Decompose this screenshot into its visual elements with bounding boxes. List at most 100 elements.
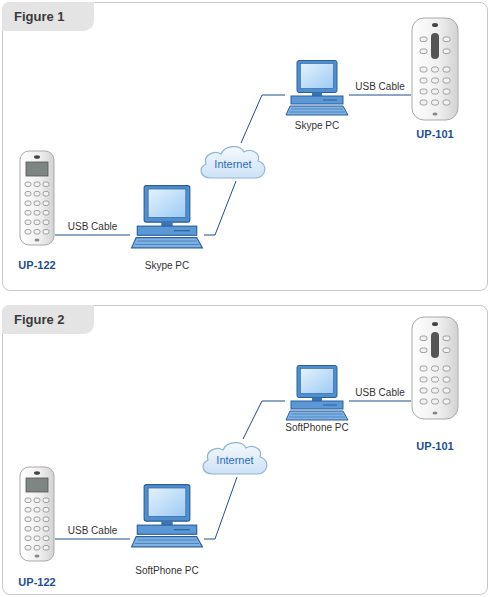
phone-key	[34, 517, 40, 522]
phone-key	[43, 527, 49, 532]
phone-mic	[433, 113, 438, 116]
pc-drive-slot	[174, 529, 190, 530]
internet-cloud: Internet	[197, 143, 269, 181]
phone-earpiece	[34, 471, 40, 475]
phone-key	[25, 201, 31, 206]
phone-key	[34, 201, 40, 206]
phone-device: UP-101	[411, 316, 459, 453]
phone-key	[420, 366, 427, 371]
pc-keyboard	[286, 106, 348, 115]
monitor-stand	[161, 521, 172, 525]
phone-key	[443, 366, 450, 371]
phone-body	[412, 18, 458, 120]
cable-label: USB Cable	[355, 387, 404, 398]
pc-case	[137, 226, 196, 235]
phone-key	[25, 192, 31, 197]
figure-title: Figure 1	[14, 2, 94, 31]
phone-key	[420, 49, 427, 54]
monitor-screen	[148, 488, 186, 517]
phone-key	[34, 546, 40, 551]
figure-tab: Figure 1	[2, 2, 94, 31]
cable-line	[349, 95, 411, 96]
phone-key	[25, 211, 31, 216]
cable-line	[55, 539, 130, 540]
pc-illustration	[285, 365, 349, 421]
device-label: UP-101	[416, 128, 453, 141]
phone-illustration	[19, 466, 55, 562]
figure-title: Figure 2	[14, 305, 94, 334]
phone-key	[43, 517, 49, 522]
phone-key	[443, 37, 450, 42]
phone-key	[432, 67, 439, 72]
phone-key	[432, 89, 439, 94]
phone-key	[34, 220, 40, 225]
pc-illustration	[130, 484, 204, 548]
phone-key	[34, 536, 40, 541]
pc-label: Skype PC	[145, 259, 189, 272]
phone-key	[25, 498, 31, 503]
phone-key	[25, 230, 31, 235]
phone-key	[34, 527, 40, 532]
phone-device: UP-122	[19, 150, 55, 272]
phone-key	[34, 498, 40, 503]
pc-keys	[135, 241, 199, 244]
cloud-label: Internet	[199, 439, 271, 477]
pc-case	[137, 525, 196, 534]
pc-illustration	[285, 60, 349, 116]
phone-key	[420, 377, 427, 382]
phone-key	[34, 508, 40, 513]
phone-screen	[26, 478, 48, 492]
device-label: UP-101	[416, 440, 453, 453]
pc-keyboard	[286, 411, 348, 420]
cable-line	[349, 401, 411, 402]
phone-key	[43, 536, 49, 541]
monitor-screen	[148, 189, 186, 218]
phone-key	[432, 100, 439, 105]
phone-key	[34, 192, 40, 197]
cable-line	[241, 95, 285, 143]
phone-key	[420, 100, 427, 105]
phone-key	[443, 49, 450, 54]
phone-key	[420, 388, 427, 393]
pc-keys	[135, 540, 199, 543]
phone-key	[43, 201, 49, 206]
figure-panel: Figure 2UP-122SoftPhone PCInternetSoftPh…	[2, 305, 488, 595]
pc-drive-slot	[323, 100, 337, 101]
pc-drive-slot	[174, 230, 190, 231]
phone-body	[20, 151, 54, 245]
phone-device: UP-101	[411, 17, 459, 141]
figure-tab: Figure 2	[2, 305, 94, 334]
phone-key	[420, 348, 427, 353]
monitor-stand	[312, 398, 322, 402]
phone-key	[34, 230, 40, 235]
device-label: UP-122	[18, 259, 55, 272]
pc-label: SoftPhone PC	[135, 564, 198, 577]
pc-computer: SoftPhone PC	[130, 484, 204, 577]
phone-earpiece	[432, 322, 438, 326]
pc-case	[291, 96, 343, 104]
phone-nav-button	[431, 33, 439, 59]
phone-key	[420, 336, 427, 341]
phone-key	[43, 211, 49, 216]
monitor-frame	[297, 366, 337, 398]
phone-key	[25, 220, 31, 225]
pc-keyboard	[132, 238, 203, 248]
monitor-frame	[144, 186, 190, 223]
phone-key	[443, 399, 450, 404]
phone-key	[25, 527, 31, 532]
monitor-frame	[297, 61, 337, 93]
cable-line	[204, 477, 237, 539]
pc-label: Skype PC	[295, 119, 339, 132]
phone-key	[25, 508, 31, 513]
cable-label: USB Cable	[355, 81, 404, 92]
phone-illustration	[411, 316, 459, 420]
phone-body	[412, 317, 458, 419]
cable-label: USB Cable	[68, 221, 117, 232]
phone-key	[432, 388, 439, 393]
monitor-frame	[144, 485, 190, 522]
phone-key	[34, 182, 40, 187]
pc-case	[291, 401, 343, 409]
phone-key	[43, 220, 49, 225]
phone-key	[420, 37, 427, 42]
